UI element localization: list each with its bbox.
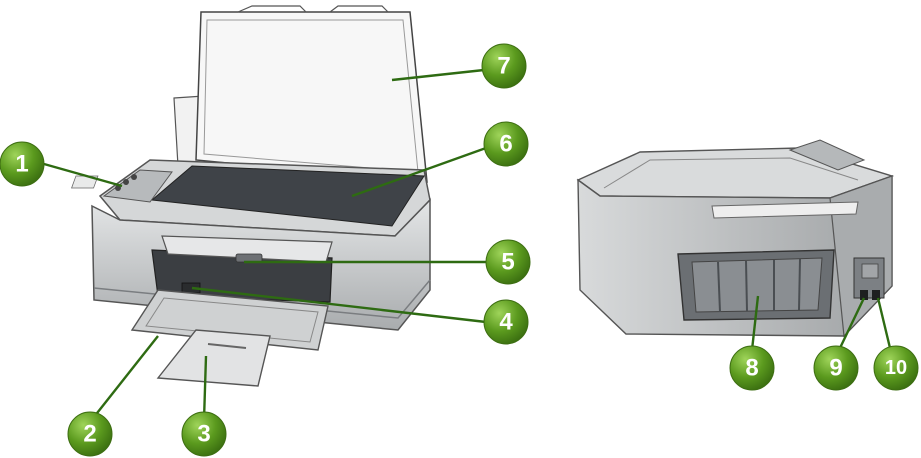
leader-line-10 bbox=[876, 297, 892, 349]
back-printer bbox=[576, 139, 895, 338]
callout-3: 3 bbox=[181, 411, 227, 457]
lid-hinge bbox=[237, 5, 389, 13]
usb-port bbox=[872, 290, 880, 300]
callout-9: 9 bbox=[813, 345, 859, 391]
leader-line-8 bbox=[750, 295, 760, 351]
callout-2-label: 2 bbox=[83, 421, 96, 448]
leader-line-3 bbox=[202, 355, 208, 421]
callout-4: 4 bbox=[483, 299, 529, 345]
callout-10: 10 bbox=[873, 345, 919, 391]
leader-line-4 bbox=[191, 286, 487, 324]
callout-7: 7 bbox=[481, 43, 527, 89]
callout-5-label: 5 bbox=[501, 249, 514, 276]
power-port bbox=[860, 290, 868, 300]
front-printer bbox=[71, 5, 431, 387]
callout-2: 2 bbox=[67, 411, 113, 457]
scanner-glass bbox=[150, 165, 425, 227]
rear-door-inner bbox=[691, 257, 823, 313]
callout-6: 6 bbox=[483, 121, 529, 167]
back-lid-edge bbox=[603, 157, 859, 189]
port-label bbox=[861, 263, 879, 279]
panel-button bbox=[123, 179, 129, 185]
leader-lines bbox=[43, 68, 892, 423]
callout-5: 5 bbox=[485, 239, 531, 285]
callouts: 1 2 3 4 5 6 7 8 bbox=[0, 43, 919, 457]
back-paper-support bbox=[711, 201, 859, 219]
callout-6-label: 6 bbox=[499, 131, 512, 158]
callout-1-label: 1 bbox=[15, 151, 28, 178]
leader-line-2 bbox=[89, 335, 159, 423]
leader-line-6 bbox=[351, 146, 487, 198]
tray-extender bbox=[156, 329, 271, 387]
callout-4-label: 4 bbox=[499, 309, 513, 336]
callout-1: 1 bbox=[0, 141, 45, 187]
callout-7-label: 7 bbox=[497, 53, 510, 80]
control-panel bbox=[102, 169, 173, 203]
callout-9-label: 9 bbox=[829, 355, 842, 382]
rear-door-rib bbox=[745, 260, 748, 312]
leader-line-9 bbox=[838, 297, 866, 349]
callout-8-label: 8 bbox=[745, 355, 758, 382]
leader-line-1 bbox=[43, 162, 123, 188]
panel-button bbox=[131, 174, 137, 180]
callout-10-label: 10 bbox=[885, 357, 907, 379]
callout-3-label: 3 bbox=[197, 421, 210, 448]
back-top-panel bbox=[788, 139, 866, 171]
callout-8: 8 bbox=[729, 345, 775, 391]
rear-door-rib bbox=[798, 258, 801, 311]
leader-line-7 bbox=[391, 68, 485, 82]
rear-door-rib bbox=[717, 261, 721, 313]
extender-tab bbox=[207, 343, 247, 349]
